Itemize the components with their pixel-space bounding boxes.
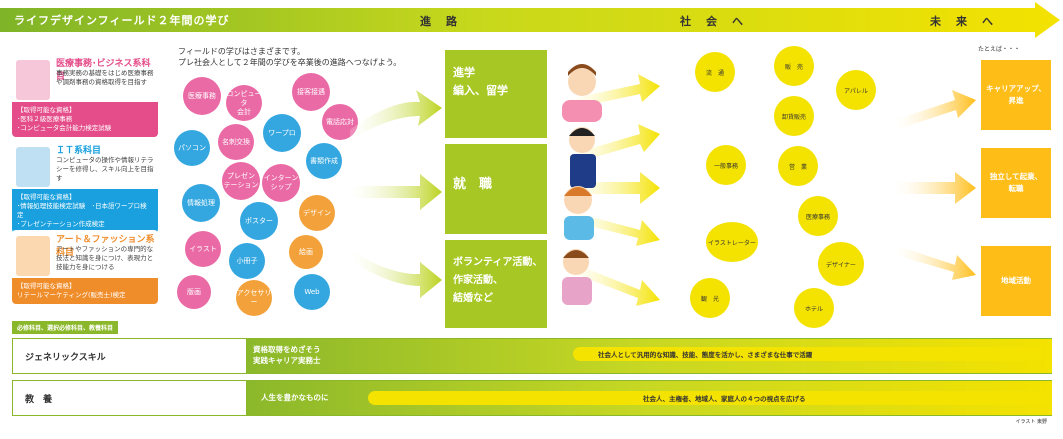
- bubble-pc: パソコン: [174, 130, 210, 166]
- student-photo: [16, 147, 50, 187]
- row-goal-text: 社会人、主権者、地域人、家庭人の４つの視点を広げる: [643, 395, 806, 403]
- society-tourism: 観 光: [690, 278, 730, 318]
- bubble-customer-service: 接客接遇: [292, 73, 330, 111]
- row-mid-text: 資格取得をめざそう 実践キャリア実務士: [253, 345, 321, 365]
- row-name: ジェネリックスキル: [25, 353, 106, 363]
- stage-society: 社 会 へ: [680, 15, 745, 28]
- field-card-it: ＩＴ系科目 コンピュータの操作や情報リテラシーを修得し、スキル向上を目指す 【取…: [12, 141, 158, 233]
- row-goal-bar: [573, 347, 1043, 361]
- field-licenses: 【取得可能な資格】 リテールマーケティング(販売士)検定: [12, 278, 158, 304]
- field-description: アートやファッションの専門的な技法と知識を身につけ、表現力と技能力を身につける: [56, 245, 154, 271]
- bubble-medical-office: 医療事務: [183, 77, 221, 115]
- society-sales: 販 売: [774, 46, 814, 86]
- people-illustrations: [562, 64, 602, 305]
- bubble-print: 版画: [177, 275, 211, 309]
- field-licenses: 【取得可能な資格】 ･情報処理技能検定試験 ･日本語ワープロ検定 ･プレゼンテー…: [12, 189, 158, 233]
- society-designer: デザイナー: [818, 242, 864, 286]
- future-start-business: 独立して起業、 転職: [981, 148, 1051, 218]
- path-box-education: 進学 編入、留学: [445, 50, 547, 138]
- path-label: 就 職: [453, 177, 493, 192]
- society-illustrator: イラストレーター: [706, 222, 758, 262]
- bubble-business-cards: 名刺交換: [218, 124, 254, 160]
- field-description: コンピュータの操作や情報リテラシーを修得し、スキル向上を目指す: [56, 156, 154, 182]
- intro-text: フィールドの学びはさまざまです。 プレ社会人として２年間の学びを卒業後の進路へつ…: [178, 47, 402, 67]
- bubble-design: デザイン: [299, 195, 335, 231]
- bubble-info-processing: 情報処理: [182, 184, 220, 222]
- field-card-art: アート＆ファッション系科目 アートやファッションの専門的な技法と知識を身につけ、…: [12, 230, 158, 304]
- illustration-credit: イラスト 東野: [1015, 419, 1048, 425]
- future-example: たとえば・・・: [978, 46, 1021, 53]
- field-description: 事務実務の基礎をはじめ医療事務や調剤事務の資格取得を目指す: [56, 69, 154, 86]
- field-title: ＩＴ系科目: [56, 146, 102, 156]
- society-hotel: ホテル: [794, 288, 834, 328]
- bubble-booklet: 小冊子: [229, 243, 265, 279]
- page-title: ライフデザインフィールド２年間の学び: [14, 14, 230, 27]
- stage-career: 進 路: [420, 15, 459, 28]
- society-distribution: 流 通: [695, 52, 735, 92]
- bubble-poster: ポスター: [240, 202, 278, 240]
- path-box-employment: 就 職: [445, 144, 547, 234]
- path-label: 進学 編入、留学: [453, 66, 508, 97]
- field-card-medical: 医療事務･ビジネス系科目 事務実務の基礎をはじめ医療事務や調剤事務の資格取得を目…: [12, 54, 158, 137]
- bubble-painting: 絵画: [289, 235, 323, 269]
- header-banner: [0, 2, 1060, 38]
- society-wholesale: 卸貨販売: [774, 96, 814, 136]
- field-title: 医療事務･ビジネス系科目: [56, 59, 151, 82]
- bottom-section-label: 必修科目、選択必修科目、教養科目: [12, 321, 119, 334]
- row-goal-bar: [368, 391, 1048, 405]
- bubble-word-processor: ワープロ: [263, 114, 301, 152]
- future-career-up: キャリアアップ、 昇進: [981, 60, 1051, 130]
- row-goal-text: 社会人として汎用的な知識、技能、態度を活かし、さまざまな仕事で活躍: [598, 351, 813, 359]
- row-generic-skills: ジェネリックスキル 資格取得をめざそう 実践キャリア実務士 社会人として汎用的な…: [12, 338, 1052, 374]
- bubble-computer-accounting: コンピュータ 会計: [226, 85, 262, 121]
- row-name: 教 養: [25, 395, 53, 405]
- society-business-sales: 営 業: [778, 146, 818, 186]
- stage-future: 未 来 へ: [930, 15, 995, 28]
- path-box-activities: ボランティア活動、 作家活動、 結婚など: [445, 240, 547, 328]
- student-photo: [16, 236, 50, 276]
- bubble-web: Web: [294, 274, 330, 310]
- field-title: アート＆ファッション系科目: [56, 235, 155, 258]
- future-community: 地域活動: [981, 246, 1051, 316]
- bubble-presentation: プレゼン テーション: [222, 162, 260, 200]
- society-apparel: アパレル: [836, 70, 876, 110]
- society-general-office: 一般事務: [706, 145, 746, 185]
- row-liberal-arts: 教 養 人生を豊かなものに 社会人、主権者、地域人、家庭人の４つの視点を広げる: [12, 380, 1052, 416]
- society-medical-office: 医療事務: [798, 196, 838, 236]
- bubble-internship: インターン シップ: [262, 164, 300, 202]
- row-mid-text: 人生を豊かなものに: [261, 393, 329, 402]
- field-licenses: 【取得可能な資格】 ･医科２級医療事務 ･コンピュータ会計能力検定試験: [12, 102, 158, 137]
- bubble-illustration: イラスト: [185, 231, 221, 267]
- student-photo: [16, 60, 50, 100]
- bubble-document: 書類作成: [306, 143, 342, 179]
- bubble-accessory: アクセサリー: [236, 280, 272, 316]
- path-label: ボランティア活動、 作家活動、 結婚など: [453, 257, 543, 304]
